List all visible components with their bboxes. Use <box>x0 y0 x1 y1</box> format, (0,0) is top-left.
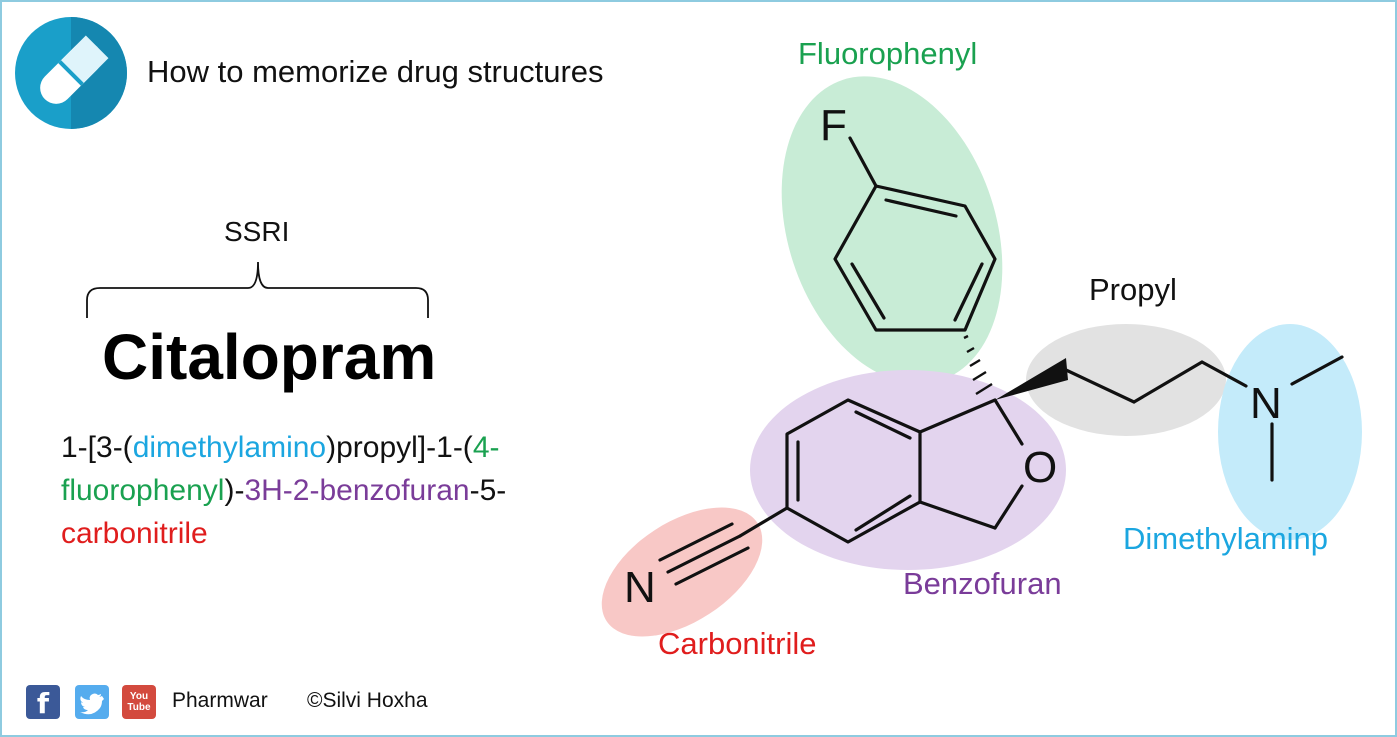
iupac-part: 1-[3-( <box>61 431 133 464</box>
nitrile-nitrogen-atom: N <box>624 563 656 612</box>
iupac-part: )- <box>224 474 245 507</box>
oxygen-atom: O <box>1023 443 1057 492</box>
wedge-bond <box>995 358 1068 400</box>
propyl-highlight <box>1026 324 1226 436</box>
iupac-part: 3H-2-benzofuran <box>244 474 470 507</box>
iupac-name: 1-[3-(dimethylamino)propyl]-1-(4-fluorop… <box>61 426 621 555</box>
pill-capsule-icon <box>15 17 127 129</box>
fluorophenyl-highlight <box>781 76 1003 384</box>
group-label-dimethylamine: Dimethylaminp <box>1123 521 1329 556</box>
benzofuran-highlight <box>750 370 1066 570</box>
iupac-part: carbonitrile <box>61 517 208 550</box>
facebook-icon[interactable]: f <box>26 685 60 720</box>
twitter-icon[interactable] <box>75 685 109 719</box>
twitter-bird-glyph <box>80 693 104 715</box>
drug-class-label: SSRI <box>224 216 290 247</box>
curly-brace <box>86 261 429 318</box>
group-label-benzofuran: Benzofuran <box>903 566 1062 601</box>
group-label-propyl: Propyl <box>1089 272 1177 307</box>
iupac-part: -5- <box>469 474 507 507</box>
page-title: How to memorize drug structures <box>147 54 604 89</box>
group-label-fluorophenyl: Fluorophenyl <box>798 36 978 71</box>
fluorine-atom: F <box>820 101 847 150</box>
iupac-part: 4-fluorophenyl <box>61 431 500 507</box>
group-label-carbonitrile: Carbonitrile <box>658 626 817 661</box>
drug-name: Citalopram <box>102 321 437 393</box>
copyright-text: ©Silvi Hoxha <box>307 689 428 712</box>
youtube-icon[interactable]: You Tube <box>122 685 156 719</box>
amine-nitrogen-atom: N <box>1250 379 1282 428</box>
iupac-part: dimethylamino <box>132 431 327 464</box>
dimethylamine-highlight <box>1218 324 1362 540</box>
citalopram-structure: F O N N <box>601 76 1362 637</box>
carbonitrile-highlight <box>601 507 763 637</box>
iupac-part: )propyl]-1-( <box>326 431 473 464</box>
brand-name: Pharmwar <box>172 689 268 712</box>
